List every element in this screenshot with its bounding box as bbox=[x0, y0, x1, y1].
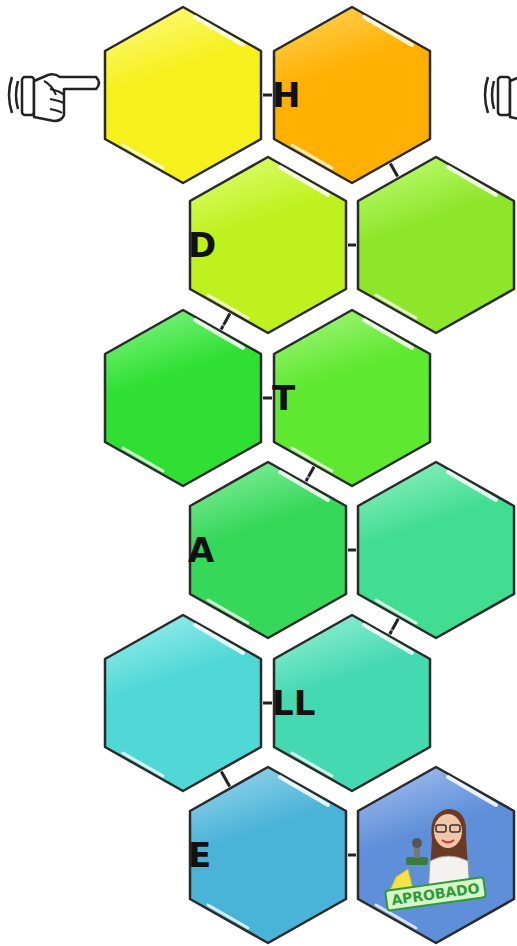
hexagon-cell bbox=[103, 613, 263, 793]
cell-letter: E bbox=[188, 835, 211, 875]
hexagon-shape bbox=[103, 613, 263, 793]
hexagon-cell: D bbox=[188, 155, 348, 335]
hexagon-shape bbox=[356, 155, 516, 335]
hexagon-cell: A bbox=[188, 460, 348, 640]
connector-line bbox=[348, 549, 356, 552]
pointing-hand bbox=[4, 55, 104, 135]
hexagon-cell: H bbox=[272, 5, 432, 185]
cell-letter: LL bbox=[272, 683, 315, 723]
connector-line bbox=[263, 94, 272, 97]
hexagon-cell: E bbox=[188, 765, 348, 945]
cell-letter: A bbox=[188, 530, 214, 570]
hexagon-cell: T bbox=[272, 308, 432, 488]
hexagon-shape bbox=[356, 765, 516, 945]
hexagon-shape bbox=[356, 460, 516, 640]
cell-letter: H bbox=[272, 75, 300, 115]
connector-line bbox=[263, 397, 272, 400]
connector-line bbox=[221, 771, 229, 786]
cell-letter: T bbox=[272, 378, 295, 418]
hexagon-cell bbox=[356, 460, 516, 640]
connector-line bbox=[348, 244, 356, 247]
hexagon-cell: APROBADO bbox=[356, 765, 516, 945]
hexagon-cell: LL bbox=[272, 613, 432, 793]
hexagon-shape bbox=[272, 308, 432, 488]
pointing-hand bbox=[482, 55, 517, 135]
hexagon-shape bbox=[188, 765, 348, 945]
hexagon-cell bbox=[103, 5, 263, 185]
connector-line bbox=[348, 854, 356, 857]
connector-line bbox=[263, 702, 272, 705]
cell-letter: D bbox=[188, 225, 216, 265]
hexagon-shape bbox=[103, 308, 263, 488]
hexagon-shape bbox=[103, 5, 263, 185]
connector-line bbox=[390, 163, 397, 176]
hexagon-cell bbox=[103, 308, 263, 488]
hexagon-cell bbox=[356, 155, 516, 335]
